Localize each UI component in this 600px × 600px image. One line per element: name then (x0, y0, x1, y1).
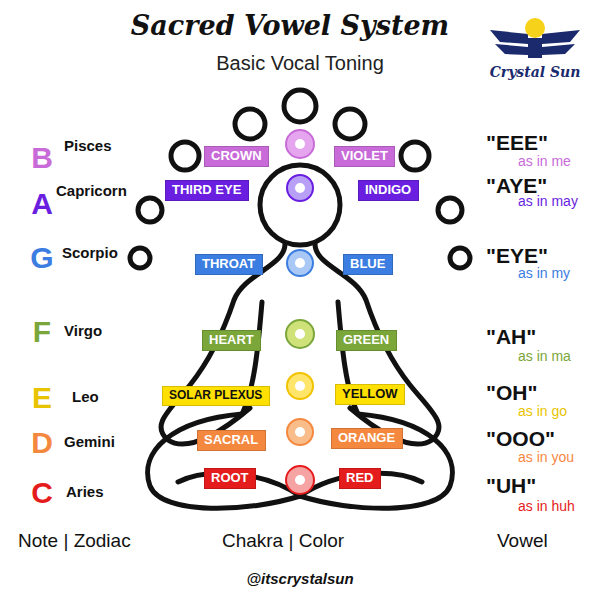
vowel-sound: "EYE" (486, 244, 548, 267)
vowel-example: as in me (518, 154, 571, 169)
note-letter: D (31, 426, 53, 459)
vowel-example: as in go (518, 404, 567, 419)
color-box: ORANGE (331, 428, 403, 449)
chakra-label: VIOLET (341, 149, 388, 164)
note-letter: F (33, 315, 51, 348)
halo-circles (130, 90, 470, 268)
color-box: VIOLET (334, 146, 395, 167)
chakra-box: THROAT (195, 254, 263, 275)
note-letter: E (32, 381, 52, 414)
vowel-sound: "UH" (486, 474, 536, 497)
zodiac-sign: Scorpio (62, 245, 118, 262)
vowel-sound: "EEE" (486, 131, 548, 154)
chakra-box: HEART (202, 330, 261, 351)
handle-caption: @itscrystalsun (246, 571, 353, 588)
zodiac-sign: Aries (66, 484, 104, 501)
color-box: INDIGO (358, 180, 419, 201)
chakra-label: BLUE (350, 257, 386, 272)
vowel-example: as in ma (518, 349, 571, 364)
chakra-label: THROAT (202, 257, 256, 272)
color-box: BLUE (343, 254, 393, 275)
zodiac-sign: Virgo (64, 323, 102, 340)
chakra-box: ROOT (204, 468, 256, 489)
subtitle: Basic Vocal Toning (216, 52, 384, 74)
note-letter: C (31, 476, 53, 509)
chakra-symbols (286, 130, 314, 494)
chakra-label: YELLOW (342, 387, 398, 402)
column-heading: Chakra | Color (222, 531, 344, 552)
zodiac-sign: Capricorn (56, 183, 127, 200)
diagram-title: Sacred Vowel System (131, 11, 449, 41)
chakra-label: THIRD EYE (172, 183, 242, 198)
chakra-label: SACRAL (204, 433, 259, 448)
column-heading: Note | Zodiac (18, 531, 131, 552)
chakra-label: CROWN (211, 149, 262, 164)
chakra-box: SOLAR PLEXUS (162, 386, 270, 406)
logo-text: Crystal Sun (490, 65, 581, 80)
chakra-label: HEART (209, 333, 254, 348)
zodiac-sign: Gemini (64, 434, 115, 451)
body-outline (148, 165, 453, 508)
zodiac-sign: Leo (72, 389, 99, 406)
vowel-example: as in my (518, 266, 570, 281)
column-heading: Vowel (497, 531, 548, 552)
vowel-example: as in may (518, 194, 578, 209)
logo-emblem (490, 18, 580, 58)
note-letter: G (30, 241, 53, 274)
chakra-label: ROOT (211, 471, 249, 486)
vowel-example: as in you (518, 450, 574, 465)
vowel-sound: "OOO" (486, 427, 555, 450)
vowel-sound: "OH" (486, 381, 537, 404)
chakra-label: GREEN (343, 333, 390, 348)
color-box: GREEN (336, 330, 397, 351)
vowel-sound: "AH" (486, 325, 536, 348)
chakra-label: SOLAR PLEXUS (169, 389, 263, 403)
note-letter: A (31, 187, 53, 220)
chakra-label: ORANGE (338, 431, 396, 446)
chakra-box: THIRD EYE (165, 180, 249, 201)
color-box: RED (339, 468, 381, 489)
chakra-box: CROWN (204, 146, 269, 167)
chakra-label: RED (346, 471, 374, 486)
chakra-box: SACRAL (197, 430, 266, 451)
chakra-label: INDIGO (365, 183, 412, 198)
vowel-example: as in huh (518, 499, 575, 514)
color-box: YELLOW (335, 384, 405, 405)
note-letter: B (31, 141, 53, 174)
zodiac-sign: Pisces (64, 138, 112, 155)
